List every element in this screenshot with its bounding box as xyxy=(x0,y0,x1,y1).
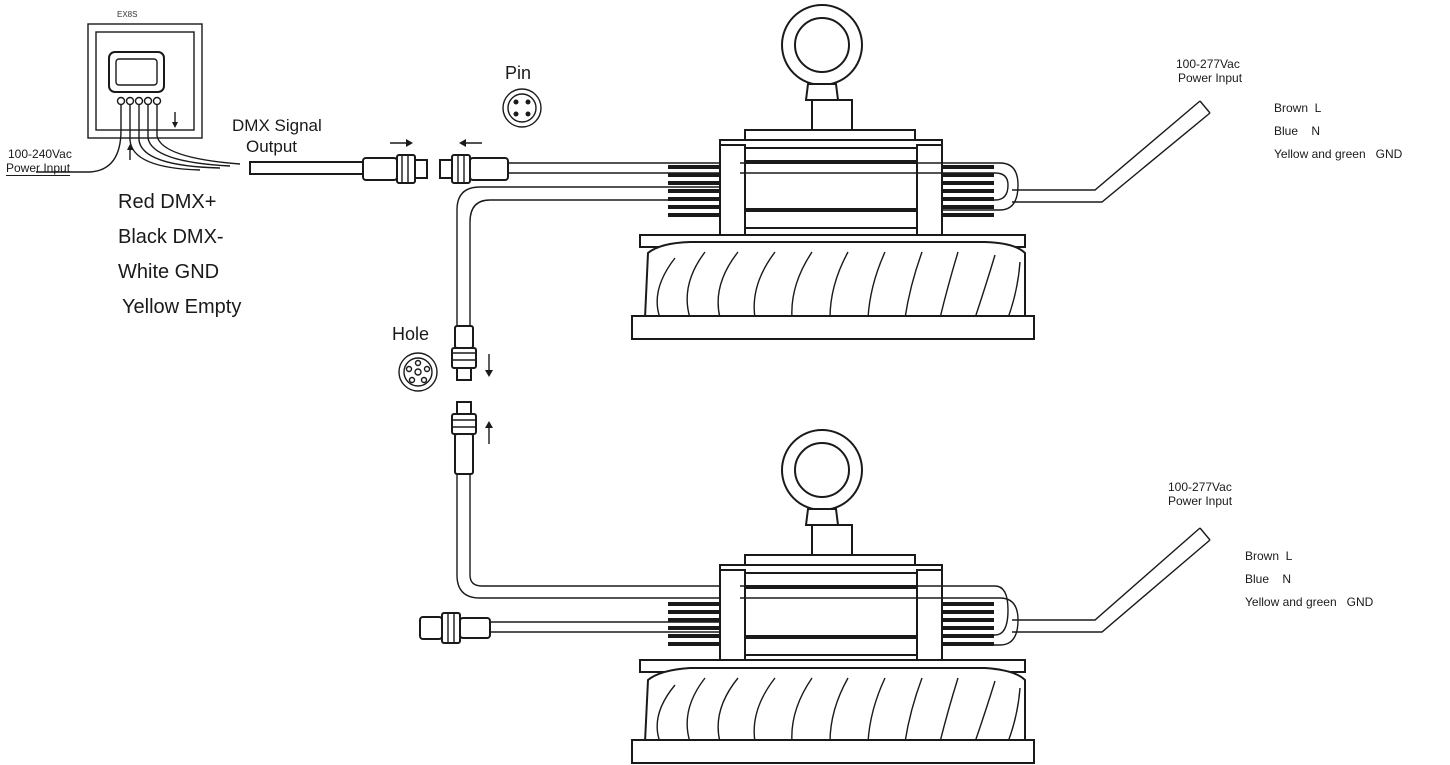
bottom-wire-brown: Brown L xyxy=(1245,549,1293,563)
dmx-signal-label: DMX Signal xyxy=(232,116,322,135)
controller-power-voltage: 100-240Vac xyxy=(8,147,72,161)
bottom-wire-blue: Blue N xyxy=(1245,572,1292,586)
dmx-output-label: Output xyxy=(246,137,298,156)
highbay-fixture-top xyxy=(631,4,1211,340)
top-fixture-voltage: 100-277Vac xyxy=(1176,57,1240,71)
controller-power-input: Power Input xyxy=(6,161,71,176)
top-wire-yellow-green: Yellow and green GND xyxy=(1274,147,1403,161)
dmx-controller xyxy=(87,23,203,160)
bottom-wire-yellow-green: Yellow and green GND xyxy=(1245,595,1374,609)
controller-wires xyxy=(36,104,366,175)
top-wire-brown: Brown L xyxy=(1274,101,1322,115)
wire-black-label: Black DMX- xyxy=(118,226,224,248)
top-wire-blue: Blue N xyxy=(1274,124,1321,138)
pin-label: Pin xyxy=(505,63,532,83)
top-fixture-power-input: Power Input xyxy=(1178,71,1243,85)
highbay-fixture-bottom xyxy=(631,429,1211,764)
hole-label: Hole xyxy=(392,324,430,344)
wire-white-label: White GND xyxy=(118,261,220,283)
bottom-fixture-voltage: 100-277Vac xyxy=(1168,480,1232,494)
dmx-connector-pair xyxy=(362,139,509,184)
pin-connector-icon xyxy=(502,88,542,128)
hole-connector-icon xyxy=(398,352,438,392)
controller-model-label: EX8S xyxy=(117,10,138,19)
wire-yellow-label: Yellow Empty xyxy=(122,296,242,318)
daisy-chain-connector xyxy=(451,325,740,599)
bottom-fixture-power-input: Power Input xyxy=(1168,494,1233,508)
wire-red-label: Red DMX+ xyxy=(118,191,217,213)
